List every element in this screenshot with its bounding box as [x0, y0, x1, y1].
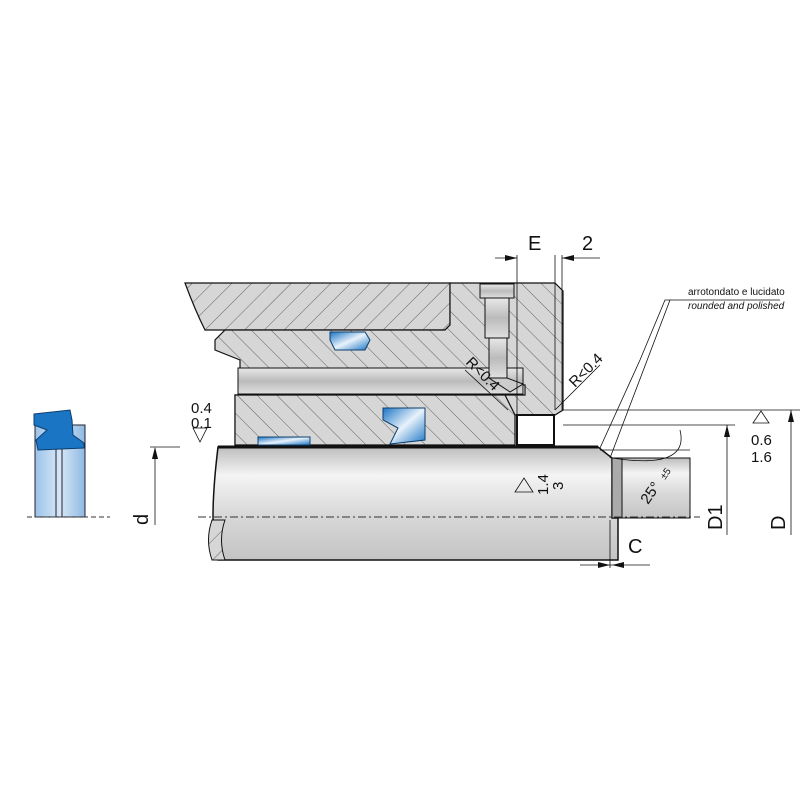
dimension-arrows [152, 255, 794, 568]
roughness-symbols [192, 410, 770, 493]
dim-C: C [628, 536, 642, 558]
dimension-lines [150, 255, 800, 568]
dim-d: d [131, 514, 153, 525]
dim-E: E [528, 233, 541, 255]
guide-ring [257, 436, 311, 446]
dim-2: 2 [582, 233, 593, 255]
rod-end [619, 457, 691, 519]
roughness-rod-top: 1.4 [535, 474, 552, 495]
roughness-housing-top: 0.4 [191, 400, 212, 417]
roughness-rod-bottom: 3 [550, 482, 567, 490]
roughness-bore-bottom: 1.6 [751, 449, 772, 466]
port-fitting [479, 283, 525, 393]
roughness-bore-top: 0.6 [751, 432, 772, 449]
note-english: rounded and polished [688, 301, 785, 312]
groove-gap [516, 414, 555, 446]
rod-seal [382, 407, 426, 445]
housing-cover [184, 282, 451, 331]
roughness-housing-bottom: 0.1 [191, 415, 212, 432]
oil-channel [237, 367, 524, 395]
o-ring-outer [329, 331, 371, 351]
dim-D: D [768, 516, 790, 530]
radius-right: R<0.4 [566, 350, 607, 391]
dim-D1: D1 [705, 504, 727, 530]
seal-profile [27, 409, 110, 518]
piston-rod [212, 446, 619, 561]
note-italian: arrotondato e lucidato [688, 287, 785, 298]
gland-lower [234, 394, 516, 446]
